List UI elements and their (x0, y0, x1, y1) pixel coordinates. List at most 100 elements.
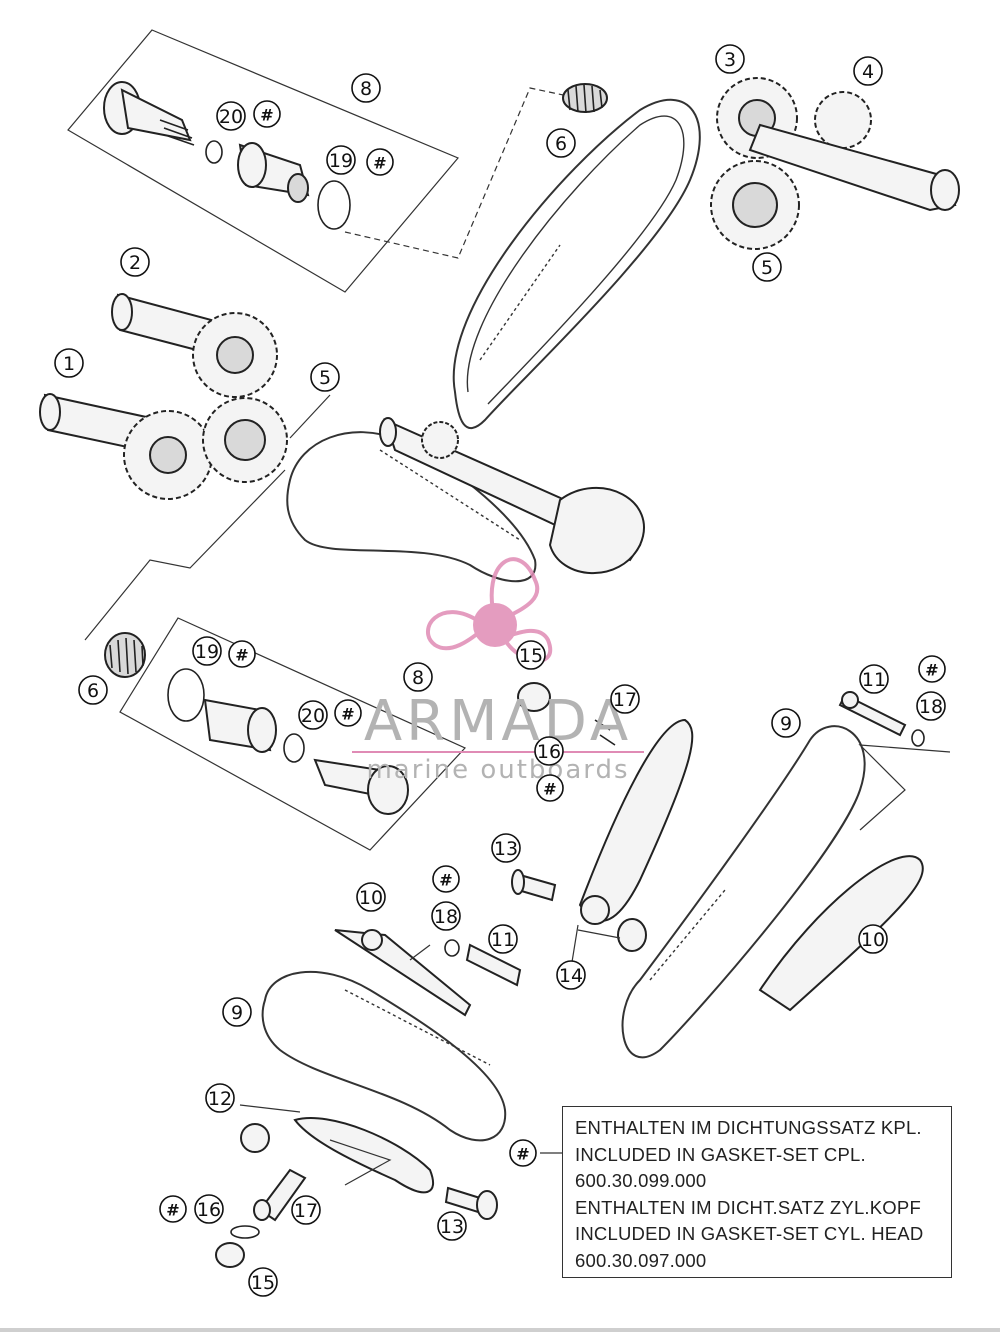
part-callout-11: 11 (859, 664, 889, 694)
part-callout-5: 5 (310, 362, 340, 392)
callout-label: 6 (87, 680, 99, 702)
callout-label: 15 (519, 645, 543, 667)
part-callout-16: 16 (534, 736, 564, 766)
part-callout-15: 15 (516, 640, 546, 670)
part-callout-13: 13 (491, 833, 521, 863)
needle-bearing-top (562, 83, 608, 114)
upper-camshafts (710, 77, 960, 250)
part-callout-8: 8 (403, 662, 433, 692)
part-callout-19: 19 (192, 636, 222, 666)
callout-label: 6 (555, 133, 567, 155)
gasket-set-marker: # (253, 100, 281, 128)
callout-label: 2 (129, 252, 141, 274)
lower-chain-guide (261, 929, 522, 1142)
part-callout-20: 20 (216, 101, 246, 131)
callout-label: 9 (231, 1002, 243, 1024)
callout-label: # (925, 661, 938, 680)
gasket-set-marker: # (536, 774, 564, 802)
watermark-brand: ARMADA (364, 689, 632, 754)
gasket-set-legend: ENTHALTEN IM DICHTUNGSSATZ KPL. INCLUDED… (562, 1106, 952, 1278)
gasket-set-marker: # (159, 1195, 187, 1223)
part-callout-17: 17 (291, 1195, 321, 1225)
part-callout-17: 17 (610, 684, 640, 714)
callout-label: # (543, 780, 556, 799)
callout-label: # (341, 705, 354, 724)
callout-label: 11 (862, 669, 886, 691)
callout-layer: 820#19#6345215619#820#151716##1118913#10… (54, 44, 946, 1297)
callout-label: 20 (219, 106, 243, 128)
callout-label: # (235, 646, 248, 665)
legend-line-6: 600.30.097.000 (575, 1249, 707, 1271)
bottom-tensioner (215, 1104, 498, 1268)
part-callout-2: 2 (120, 247, 150, 277)
upper-timing-chain (452, 98, 701, 429)
part-callout-14: 14 (556, 960, 586, 990)
gasket-set-marker: # (366, 148, 394, 176)
callout-label: 17 (294, 1200, 318, 1222)
part-callout-6: 6 (546, 128, 576, 158)
callout-label: 14 (559, 965, 583, 987)
callout-label: 16 (537, 741, 561, 763)
part-callout-20: 20 (298, 700, 328, 730)
crankshaft-chain (286, 417, 645, 583)
part-callout-11: 11 (488, 924, 518, 954)
callout-label: 10 (359, 887, 383, 909)
part-callout-13: 13 (437, 1211, 467, 1241)
gasket-set-marker: # (509, 1139, 537, 1167)
callout-label: 18 (434, 906, 458, 928)
callout-label: 17 (613, 689, 637, 711)
gasket-set-marker: # (918, 655, 946, 683)
upper-bearing-assembly (67, 29, 569, 293)
legend-line-1: ENTHALTEN IM DICHTUNGSSATZ KPL. (575, 1117, 922, 1138)
part-callout-9: 9 (771, 708, 801, 738)
gasket-set-marker: # (228, 640, 256, 668)
lower-camshafts (39, 293, 288, 500)
legend-line-3: 600.30.099.000 (575, 1170, 707, 1192)
callout-label: 12 (208, 1088, 232, 1110)
part-callout-16: 16 (194, 1194, 224, 1224)
watermark-tagline: marine outboards (366, 755, 629, 785)
watermark: ARMADA marine outboards (352, 557, 644, 785)
part-callout-8: 8 (351, 73, 381, 103)
part-callout-5: 5 (752, 252, 782, 282)
center-tensioner-rail (511, 682, 694, 963)
gasket-set-marker: # (334, 699, 362, 727)
callout-label: 1 (63, 353, 75, 375)
callout-label: 13 (440, 1216, 464, 1238)
callout-label: 11 (491, 929, 515, 951)
lower-bearing-assembly (104, 617, 467, 851)
needle-bearing-lower (104, 632, 146, 678)
part-callout-12: 12 (205, 1083, 235, 1113)
part-callout-19: 19 (326, 145, 356, 175)
callout-label: 3 (724, 49, 736, 71)
callout-label: 15 (251, 1272, 275, 1294)
legend-line-5: INCLUDED IN GASKET-SET CYL. HEAD (575, 1223, 924, 1245)
callout-label: # (373, 154, 386, 173)
part-callout-10: 10 (356, 882, 386, 912)
callout-label: 20 (301, 705, 325, 727)
right-guide-chain (621, 691, 951, 1059)
callout-label: 5 (761, 257, 773, 279)
callout-label: # (516, 1145, 529, 1164)
callout-label: 9 (780, 713, 792, 735)
callout-label: 10 (861, 929, 885, 951)
callout-label: 4 (862, 61, 874, 83)
part-callout-4: 4 (853, 56, 883, 86)
bottom-rule (0, 1328, 1000, 1332)
callout-label: # (166, 1201, 179, 1220)
legend-line-4: ENTHALTEN IM DICHT.SATZ ZYL.KOPF (575, 1196, 921, 1218)
part-callout-1: 1 (54, 348, 84, 378)
part-callout-9: 9 (222, 997, 252, 1027)
callout-label: 19 (329, 150, 353, 172)
callout-label: 13 (494, 838, 518, 860)
callout-label: 19 (195, 641, 219, 663)
part-callout-3: 3 (715, 44, 745, 74)
part-callout-18: 18 (431, 901, 461, 931)
callout-label: # (260, 106, 273, 125)
callout-label: 5 (319, 367, 331, 389)
part-callout-15: 15 (248, 1267, 278, 1297)
callout-label: 8 (360, 78, 372, 100)
propeller-logo-icon (426, 557, 553, 663)
part-callout-6: 6 (78, 675, 108, 705)
